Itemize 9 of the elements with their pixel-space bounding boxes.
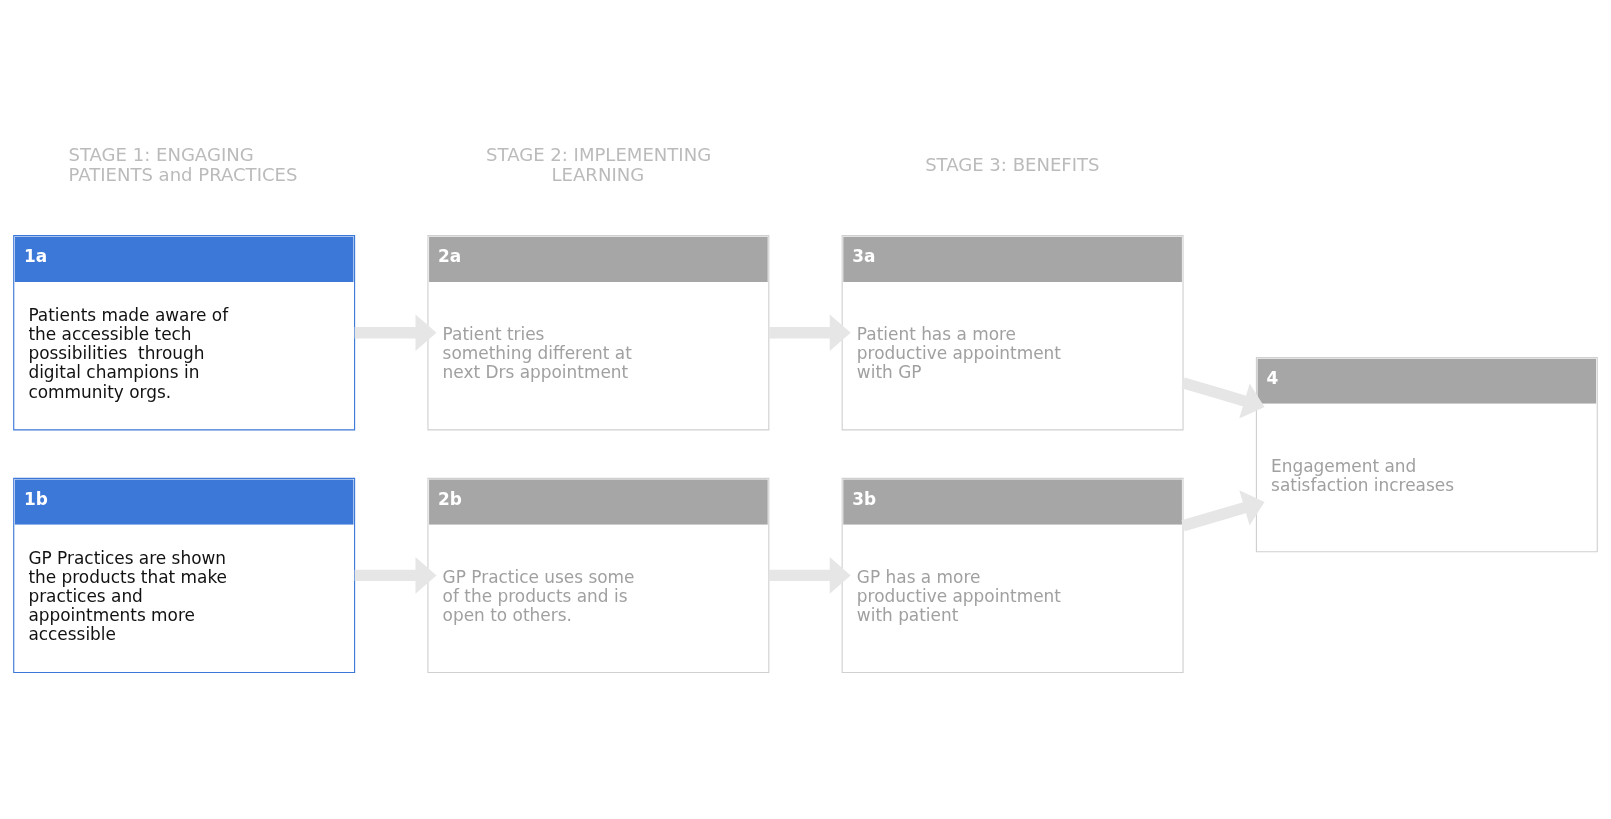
arrow	[1181, 377, 1265, 419]
label: STAGE 1: ENGAGING PATIENTS and PRACTICES	[68, 143, 298, 186]
arrow	[768, 314, 851, 352]
label: STAGE 2: IMPLEMENTING LEARNING	[486, 143, 712, 186]
arrow	[354, 314, 437, 352]
arrow	[768, 557, 851, 594]
arrow	[354, 557, 437, 594]
arrow	[1181, 490, 1265, 532]
label: STAGE 3: BENEFITS	[925, 154, 1100, 176]
